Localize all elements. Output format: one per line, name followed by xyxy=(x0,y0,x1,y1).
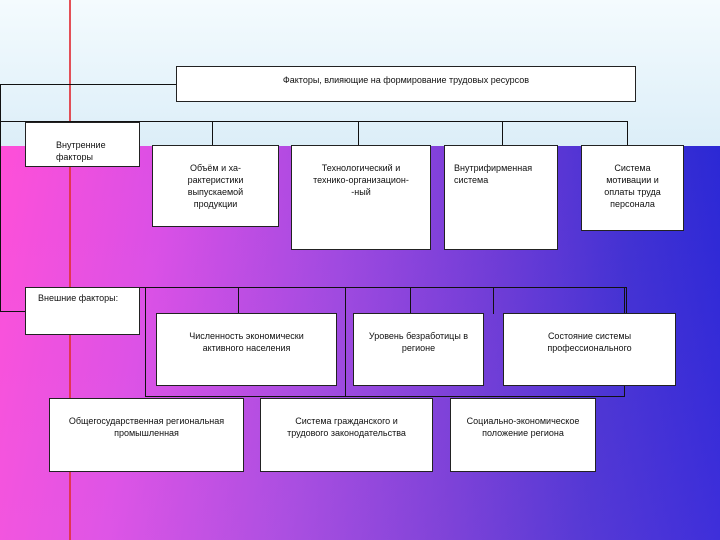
external-factor-text: Уровень безработицы в регионе xyxy=(368,331,469,353)
external-factor-box: Состояние системы профессионального xyxy=(503,313,676,386)
decorative-vertical-line xyxy=(69,0,71,540)
internal-factors-label: Внутренние факторы xyxy=(56,140,106,162)
connector xyxy=(410,287,411,314)
external-factor-text: Состояние системы профессионального xyxy=(547,331,632,353)
connector xyxy=(502,121,503,146)
connector xyxy=(212,121,213,146)
connector xyxy=(626,287,627,314)
external-factor-text: Численность экономически активного насел… xyxy=(189,331,304,353)
external-factor-box: Численность экономически активного насел… xyxy=(156,313,337,386)
connector xyxy=(145,287,146,397)
external-factor-text: Общегосударственная региональная промышл… xyxy=(68,416,225,438)
connector xyxy=(0,121,628,122)
connector xyxy=(627,121,628,146)
connector xyxy=(139,287,627,288)
external-factor-text: Система гражданского и трудового законод… xyxy=(287,416,406,438)
connector xyxy=(345,287,346,397)
diagram-title: Факторы, влияющие на формирование трудов… xyxy=(282,75,530,85)
internal-factor-text: Объём и ха- рактеристики выпускаемой про… xyxy=(187,163,244,209)
connector xyxy=(0,84,1,312)
internal-factor-text: Система мотивации и оплаты труда персона… xyxy=(604,163,661,209)
internal-factor-box: Технологический и технико-организацион- … xyxy=(291,145,431,250)
external-factors-label: Внешние факторы: xyxy=(38,293,119,303)
external-factor-box: Социально-экономическое положение регион… xyxy=(450,398,596,472)
internal-factor-text: Внутрифирменная система xyxy=(454,163,533,185)
external-factor-box: Система гражданского и трудового законод… xyxy=(260,398,433,472)
internal-factor-box: Внутрифирменная система xyxy=(444,145,558,250)
connector xyxy=(145,396,625,397)
external-factors-box: Внешние факторы: xyxy=(25,287,140,335)
connector xyxy=(493,287,494,314)
connector xyxy=(0,84,177,85)
internal-factor-box: Система мотивации и оплаты труда персона… xyxy=(581,145,684,231)
external-factor-text: Социально-экономическое положение регион… xyxy=(466,416,580,438)
title-box: Факторы, влияющие на формирование трудов… xyxy=(176,66,636,102)
connector xyxy=(358,121,359,146)
connector xyxy=(238,287,239,314)
external-factor-box: Уровень безработицы в регионе xyxy=(353,313,484,386)
external-factor-box: Общегосударственная региональная промышл… xyxy=(49,398,244,472)
internal-factors-box: Внутренние факторы xyxy=(25,122,140,167)
connector xyxy=(0,311,25,312)
internal-factor-box: Объём и ха- рактеристики выпускаемой про… xyxy=(152,145,279,227)
internal-factor-text: Технологический и технико-организацион- … xyxy=(313,163,409,197)
